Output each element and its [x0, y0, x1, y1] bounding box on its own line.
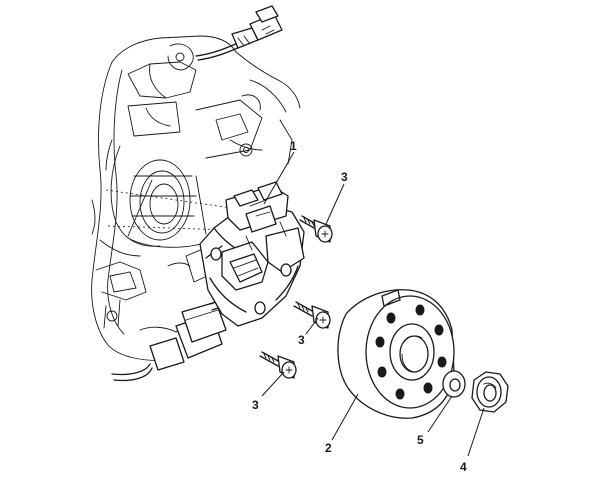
callout-1: 1	[290, 139, 297, 153]
leader-lines	[261, 151, 485, 457]
callout-3-middle: 3	[298, 333, 305, 347]
flange-nut	[471, 371, 509, 413]
stator-assembly	[199, 181, 305, 327]
callout-5: 5	[417, 433, 424, 447]
callout-3-upper: 3	[341, 170, 348, 184]
callout-2: 2	[325, 441, 332, 455]
wire-connector	[249, 5, 283, 41]
callout-labels: 1 3 3 3 2 5 4	[252, 139, 467, 474]
rotor-flywheel	[337, 289, 455, 419]
stator-mount-hole-right	[280, 263, 292, 277]
pickup-lead	[111, 295, 237, 382]
callout-4: 4	[460, 460, 467, 474]
bolt-upper	[299, 215, 333, 243]
washer	[442, 370, 466, 398]
wire-harness	[195, 27, 259, 61]
stator-mount-hole-left	[210, 247, 222, 261]
bolt-lower	[259, 351, 297, 379]
stator-mount-hole-bottom	[254, 301, 266, 315]
bolt-middle	[293, 301, 331, 329]
callout-3-lower: 3	[252, 398, 259, 412]
